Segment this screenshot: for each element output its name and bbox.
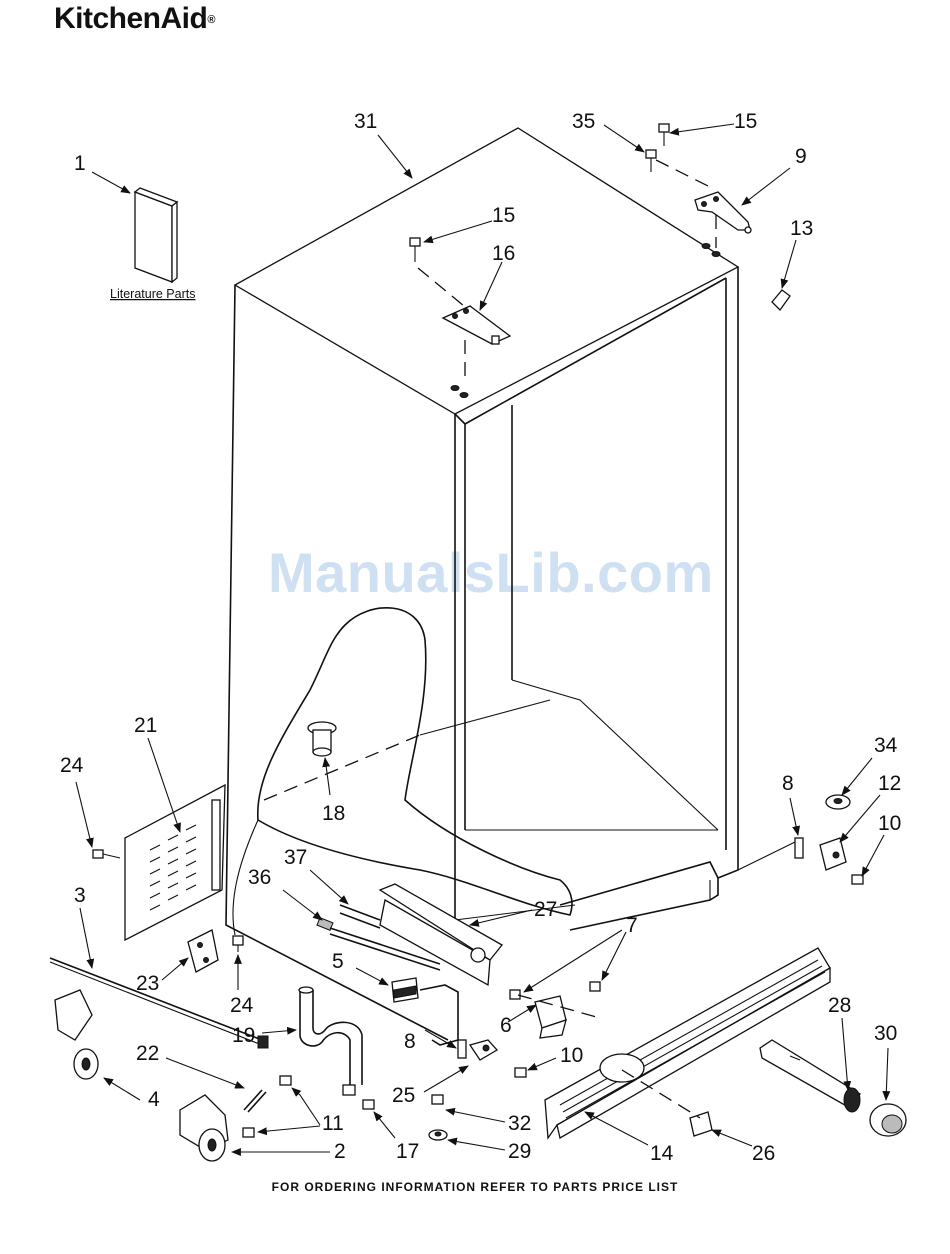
callout-25: 25 bbox=[392, 1084, 415, 1107]
callout-16: 16 bbox=[492, 242, 515, 265]
callout-14: 14 bbox=[650, 1142, 674, 1165]
callout-4: 4 bbox=[148, 1088, 160, 1111]
callout-19: 19 bbox=[232, 1024, 255, 1047]
callout-23: 23 bbox=[136, 972, 159, 995]
literature-booklet bbox=[135, 188, 177, 282]
hinge-12 bbox=[820, 838, 846, 870]
roller-pin bbox=[244, 1090, 266, 1112]
callout-6: 6 bbox=[500, 1014, 512, 1037]
callout-31: 31 bbox=[354, 110, 377, 133]
screw-15-top-right bbox=[659, 124, 669, 146]
cam-29 bbox=[429, 1130, 447, 1140]
callout-12: 12 bbox=[878, 772, 901, 795]
drain-fitting bbox=[308, 722, 336, 756]
screw-10-bottom bbox=[515, 1068, 526, 1077]
callout-36: 36 bbox=[248, 866, 271, 889]
callout-9: 9 bbox=[795, 145, 807, 168]
callout-24-left: 24 bbox=[60, 754, 84, 777]
screw-32 bbox=[432, 1095, 443, 1104]
base-label-part-5 bbox=[392, 978, 418, 1002]
screw-7-b bbox=[590, 982, 600, 991]
screw-11-a bbox=[280, 1076, 291, 1085]
filter-cap bbox=[870, 1104, 906, 1136]
screw-24-left bbox=[93, 850, 120, 858]
defrost-drain-pan bbox=[380, 884, 502, 985]
callout-7: 7 bbox=[626, 914, 638, 937]
cam-34 bbox=[826, 795, 850, 809]
callout-26: 26 bbox=[752, 1142, 775, 1165]
grille-clip-26 bbox=[690, 1112, 712, 1136]
callout-15-center: 15 bbox=[492, 204, 515, 227]
callout-29: 29 bbox=[508, 1140, 531, 1163]
callout-32: 32 bbox=[508, 1112, 531, 1135]
callout-18: 18 bbox=[322, 802, 345, 825]
rear-roller bbox=[55, 990, 98, 1079]
screw-24-center bbox=[233, 936, 243, 952]
screw-10-right bbox=[852, 875, 863, 884]
callout-27: 27 bbox=[534, 898, 557, 921]
trim-clip bbox=[772, 290, 790, 310]
screw-11-b bbox=[243, 1128, 254, 1137]
callout-3: 3 bbox=[74, 884, 86, 907]
rear-access-panel bbox=[125, 785, 225, 940]
screw-17 bbox=[363, 1100, 374, 1109]
shim-8-right bbox=[795, 838, 803, 858]
shim-8-bottom bbox=[458, 1040, 466, 1058]
callout-24-center: 24 bbox=[230, 994, 254, 1017]
rear-bracket bbox=[188, 930, 218, 972]
hinge-bracket-25 bbox=[470, 1040, 497, 1060]
callout-37: 37 bbox=[284, 846, 307, 869]
callout-30: 30 bbox=[874, 1022, 897, 1045]
front-roller bbox=[180, 1095, 228, 1161]
callout-8-bottom: 8 bbox=[404, 1030, 416, 1053]
drain-tube bbox=[299, 987, 362, 1095]
callout-13: 13 bbox=[790, 217, 813, 240]
callout-10-right: 10 bbox=[878, 812, 901, 835]
callout-10-bottom: 10 bbox=[560, 1044, 583, 1067]
callout-22: 22 bbox=[136, 1042, 159, 1065]
washer-screw-35 bbox=[646, 150, 656, 172]
callout-17: 17 bbox=[396, 1140, 419, 1163]
callout-35: 35 bbox=[572, 110, 595, 133]
callout-28: 28 bbox=[828, 994, 851, 1017]
callout-34: 34 bbox=[874, 734, 898, 757]
ordering-footer: FOR ORDERING INFORMATION REFER TO PARTS … bbox=[0, 1180, 950, 1194]
tube-37 bbox=[340, 905, 380, 928]
bracket-6 bbox=[535, 996, 566, 1038]
callout-1: 1 bbox=[74, 152, 86, 175]
callout-21: 21 bbox=[134, 714, 157, 737]
callout-15-top: 15 bbox=[734, 110, 757, 133]
callout-2: 2 bbox=[334, 1140, 346, 1163]
refrigerator-cabinet bbox=[226, 128, 738, 1040]
literature-parts-label: Literature Parts bbox=[110, 287, 195, 301]
callout-8-right: 8 bbox=[782, 772, 794, 795]
callout-11: 11 bbox=[322, 1112, 344, 1135]
callout-5: 5 bbox=[332, 950, 344, 973]
toe-grille bbox=[545, 948, 830, 1138]
